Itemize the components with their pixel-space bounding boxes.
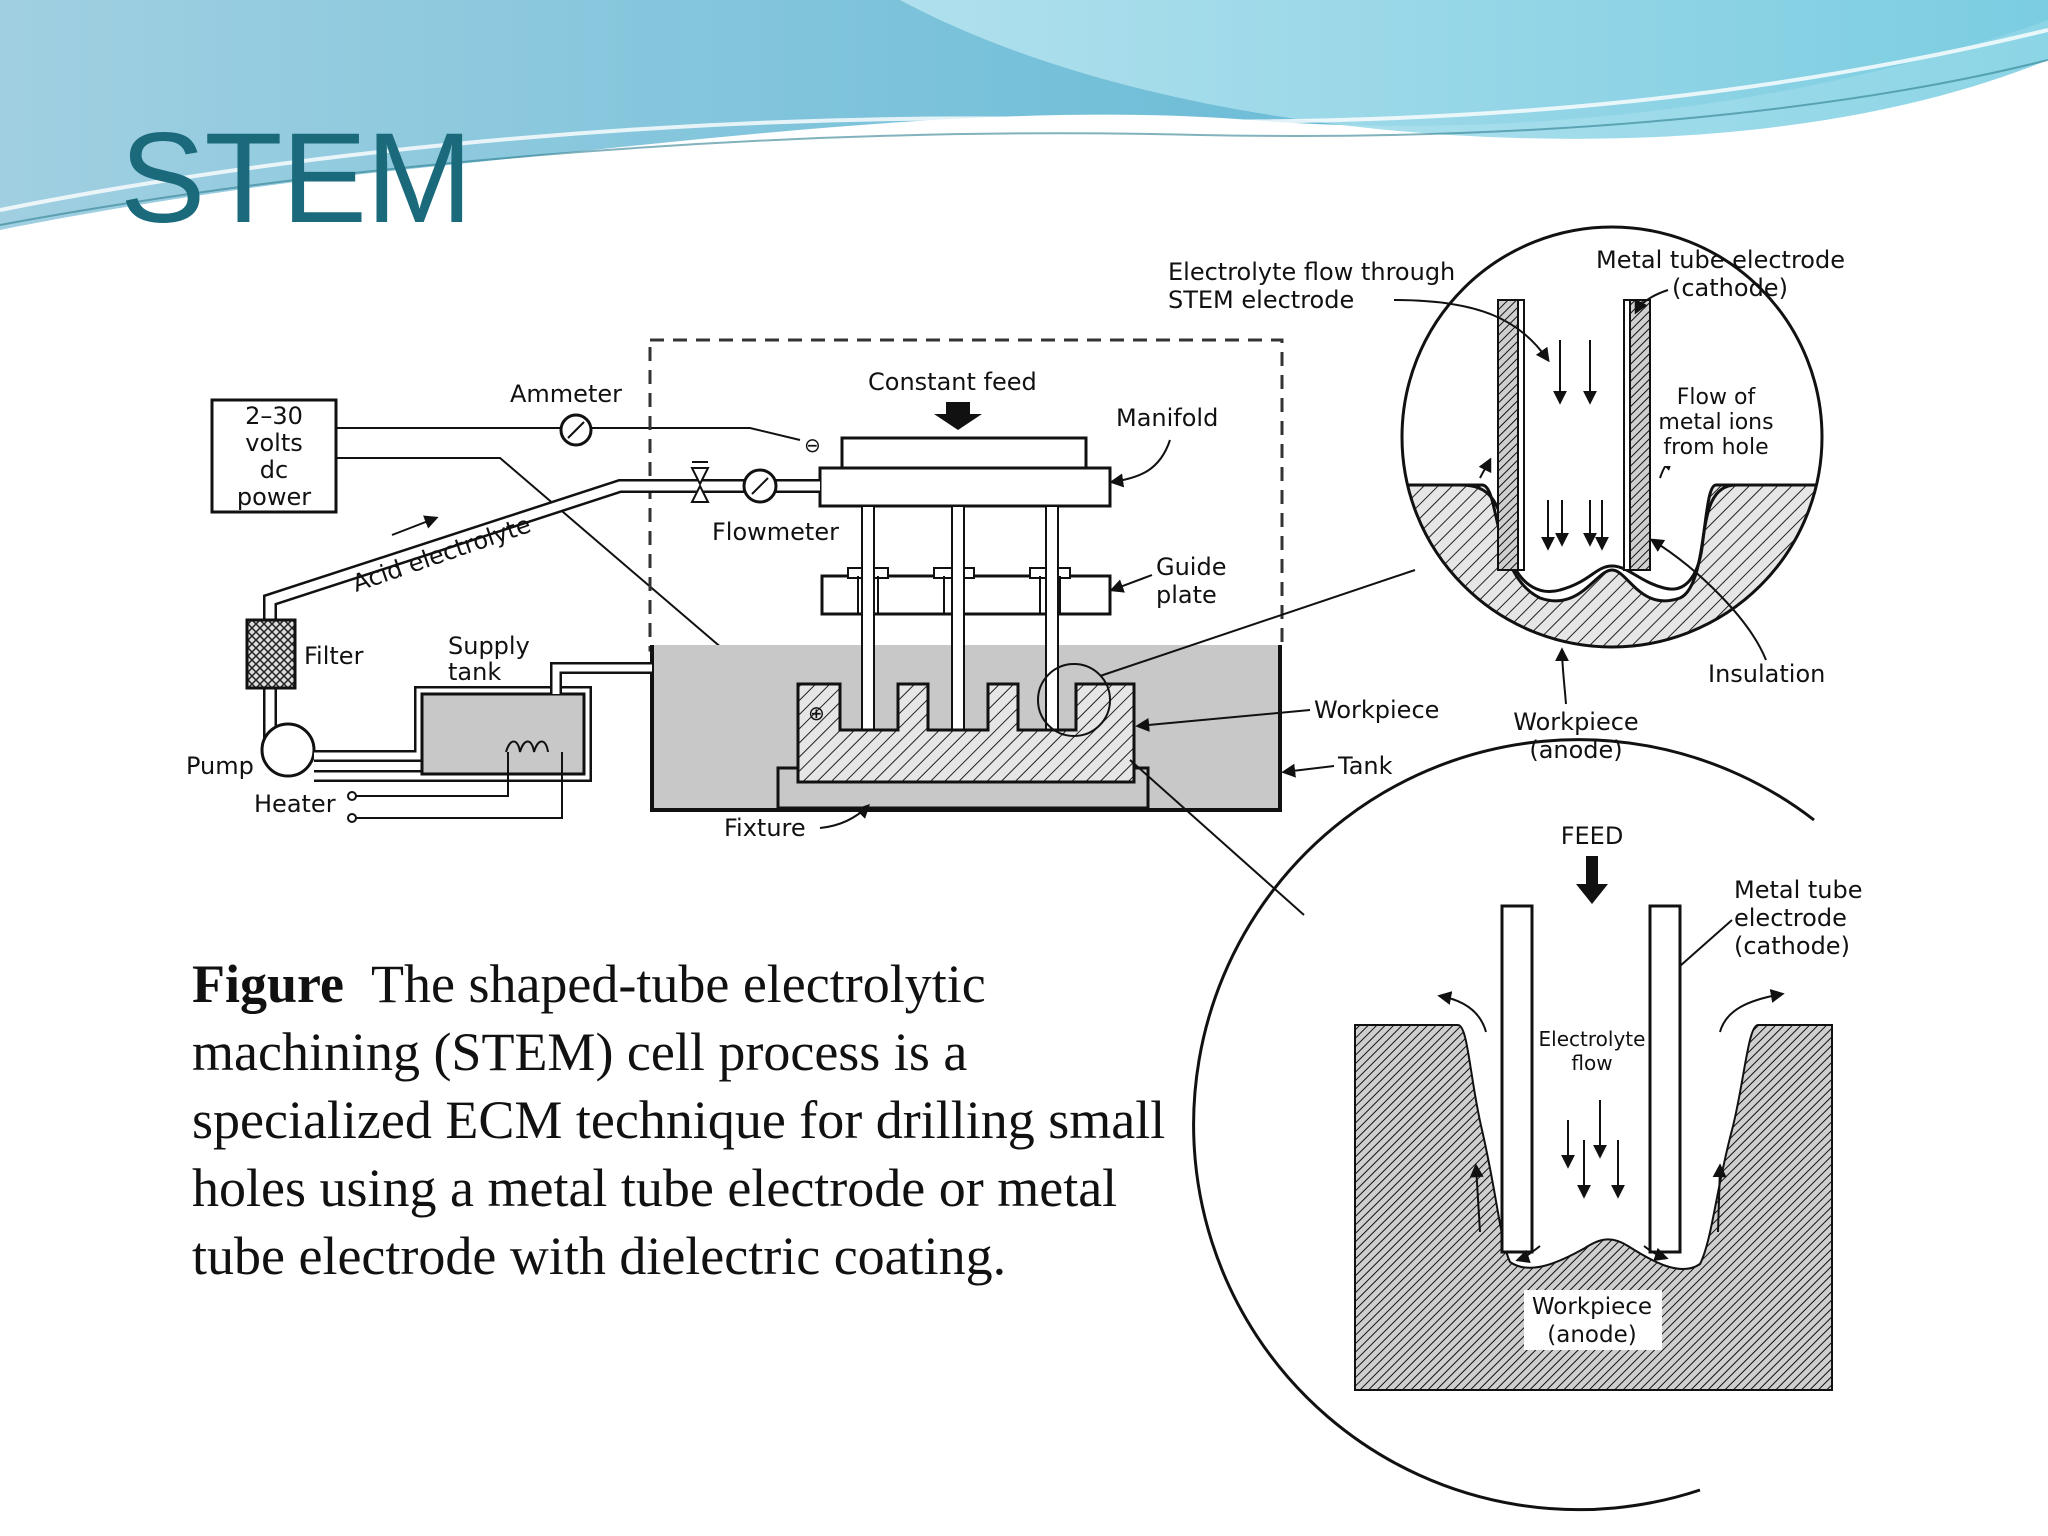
svg-text:(cathode): (cathode) <box>1672 274 1788 302</box>
constant-feed: Constant feed <box>868 368 1037 430</box>
ammeter: Ammeter <box>510 380 622 447</box>
figure-caption: Figure The shaped-tube electrolytic mach… <box>192 950 1212 1290</box>
heater: Heater <box>254 752 563 823</box>
svg-text:Electrolyte flow through: Electrolyte flow through <box>1168 258 1455 286</box>
supply-tank: Supply tank <box>314 632 652 782</box>
detail-circle-top <box>1400 225 1824 649</box>
svg-text:electrode: electrode <box>1734 904 1847 932</box>
svg-text:Supply: Supply <box>448 632 530 660</box>
svg-text:Metal tube: Metal tube <box>1734 876 1863 904</box>
svg-text:Flowmeter: Flowmeter <box>712 518 839 546</box>
wiring <box>336 427 801 716</box>
svg-text:Acid electrolyte: Acid electrolyte <box>349 510 535 597</box>
electrode-tubes <box>861 505 1059 733</box>
svg-text:(cathode): (cathode) <box>1734 932 1850 960</box>
filter: Filter <box>245 618 364 690</box>
svg-text:dc: dc <box>260 456 288 484</box>
svg-text:volts: volts <box>245 429 302 457</box>
guide-plate: Guide plate <box>820 553 1226 616</box>
pump: Pump <box>186 722 316 780</box>
power-supply: 2–30 volts dc power <box>210 398 338 514</box>
svg-text:⊖: ⊖ <box>804 433 821 457</box>
svg-text:2–30: 2–30 <box>245 402 303 430</box>
svg-text:power: power <box>237 483 311 511</box>
svg-text:metal ions: metal ions <box>1658 410 1773 435</box>
svg-text:Metal tube electrode: Metal tube electrode <box>1596 246 1845 274</box>
caption-lead: Figure <box>192 954 344 1014</box>
header-banner <box>0 0 2048 242</box>
tank-labels: Workpiece Tank Fixture <box>724 696 1439 842</box>
svg-text:Fixture: Fixture <box>724 814 806 842</box>
svg-text:Manifold: Manifold <box>1116 404 1218 432</box>
svg-text:Guide: Guide <box>1156 553 1226 581</box>
svg-text:Workpiece: Workpiece <box>1314 696 1439 724</box>
svg-text:⊕: ⊕ <box>808 701 825 725</box>
svg-text:plate: plate <box>1156 581 1217 609</box>
svg-text:Heater: Heater <box>254 790 336 818</box>
svg-text:flow: flow <box>1571 1051 1612 1075</box>
svg-text:from hole: from hole <box>1663 435 1768 460</box>
slide-title: STEM <box>120 107 473 250</box>
detail-circle-bottom: Electrolyte flow Workpiece (anode) FEED … <box>1192 738 1863 1512</box>
svg-text:Pump: Pump <box>186 752 254 780</box>
svg-text:FEED: FEED <box>1561 822 1624 850</box>
svg-text:Electrolyte: Electrolyte <box>1539 1027 1646 1051</box>
enclosure <box>648 338 1284 652</box>
svg-text:STEM electrode: STEM electrode <box>1168 286 1354 314</box>
svg-text:tank: tank <box>448 658 501 686</box>
caption-text: The shaped-tube electrolytic machining (… <box>192 954 1166 1286</box>
svg-text:(anode): (anode) <box>1547 1322 1636 1348</box>
svg-text:Ammeter: Ammeter <box>510 380 622 408</box>
detail-top-labels: Electrolyte flow through STEM electrode … <box>1168 246 1845 764</box>
svg-text:Filter: Filter <box>304 642 364 670</box>
main-workpiece: ⊕ <box>776 663 1150 810</box>
svg-text:Tank: Tank <box>1337 752 1393 780</box>
svg-text:Flow of: Flow of <box>1677 385 1757 410</box>
svg-text:Constant feed: Constant feed <box>868 368 1037 396</box>
detail-connector-top <box>1099 569 1416 677</box>
manifold: Manifold ⊖ <box>804 404 1218 508</box>
flowmeter: Flowmeter <box>690 461 839 546</box>
svg-text:Insulation: Insulation <box>1708 660 1825 688</box>
svg-text:Workpiece: Workpiece <box>1532 1294 1652 1320</box>
svg-text:Workpiece: Workpiece <box>1513 708 1638 736</box>
